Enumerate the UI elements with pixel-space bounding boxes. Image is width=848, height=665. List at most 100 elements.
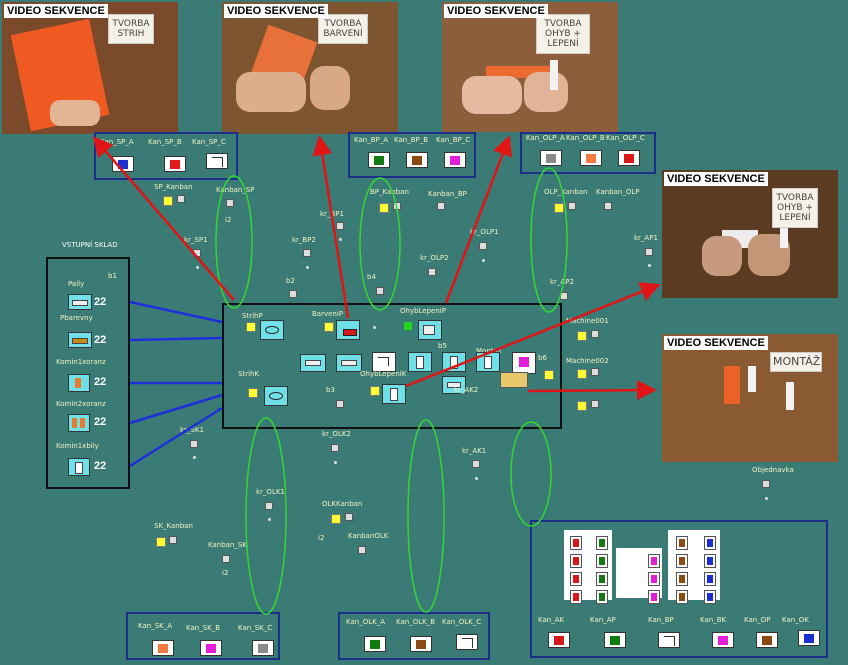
kanban-label: Kan_SP_B	[148, 138, 182, 146]
buffer-item-icon[interactable]	[372, 352, 396, 372]
buffer-item-icon[interactable]	[300, 354, 326, 372]
kanban-card-brown[interactable]	[406, 152, 428, 168]
board-card[interactable]	[648, 590, 660, 604]
highlight-ellipses	[215, 167, 568, 615]
warehouse-item-label: Pbarevny	[60, 314, 93, 322]
queue-icon	[169, 536, 177, 544]
board-label: Kan_AP	[590, 616, 616, 624]
kanban-label: Kan_SP_C	[192, 138, 226, 146]
label-machine001: Machine001	[566, 317, 609, 325]
board-card-blue[interactable]	[798, 630, 820, 646]
kanban-label: Kan_BP_A	[354, 136, 389, 144]
board-card[interactable]	[676, 572, 688, 586]
machine-status	[577, 369, 587, 379]
board-card[interactable]	[676, 554, 688, 568]
kanban-label: Kan_SK_C	[238, 624, 273, 632]
machine-status	[577, 401, 587, 411]
board-card[interactable]	[704, 536, 716, 550]
machine-status	[577, 331, 587, 341]
machine-strihp-icon[interactable]	[260, 320, 284, 340]
warehouse-item-icon[interactable]	[68, 414, 90, 432]
board-card[interactable]	[648, 572, 660, 586]
board-label: Kan_BK	[700, 616, 727, 624]
board-card[interactable]	[570, 554, 582, 568]
kanban-card-green[interactable]	[364, 636, 386, 652]
board-card[interactable]	[676, 590, 688, 604]
buffer-item-icon[interactable]	[442, 376, 466, 394]
machine-ohybp-icon[interactable]	[418, 320, 442, 340]
queue-icon	[336, 222, 344, 230]
board-card-white[interactable]	[658, 632, 680, 648]
warehouse-item-icon[interactable]	[68, 458, 90, 476]
buffer-item-icon[interactable]	[336, 354, 362, 372]
board-label: Kan_OK	[782, 616, 809, 624]
node-dot	[193, 456, 196, 459]
kanban-group-sk	[126, 612, 280, 660]
board-label: Kan_BP	[648, 616, 674, 624]
board-card[interactable]	[704, 590, 716, 604]
kanban-card-green[interactable]	[368, 152, 390, 168]
board-card-magenta[interactable]	[712, 632, 734, 648]
node-dot	[475, 477, 478, 480]
board-card[interactable]	[648, 554, 660, 568]
kanban-card-gray[interactable]	[252, 640, 274, 656]
board-card[interactable]	[704, 572, 716, 586]
warehouse-item-label: Komin1xbily	[56, 442, 99, 450]
board-card[interactable]	[596, 572, 608, 586]
machine-ohybk-icon[interactable]	[382, 384, 406, 404]
kanban-card-white[interactable]	[206, 153, 228, 169]
node-dot	[373, 326, 376, 329]
node-dot	[339, 238, 342, 241]
video-panel-ohyb-2[interactable]: TVORBA OHYB + LEPENÍ VIDEO SEKVENCE	[662, 170, 838, 298]
machine-status	[404, 322, 412, 330]
kanban-card-magenta[interactable]	[444, 152, 466, 168]
board-card[interactable]	[596, 590, 608, 604]
kanban-card-orange[interactable]	[152, 640, 174, 656]
board-card[interactable]	[570, 536, 582, 550]
video-note: TVORBA STRIH	[108, 14, 154, 44]
kanban-marker	[554, 203, 564, 213]
video-panel-montaz[interactable]: MONTÁŽ VIDEO SEKVENCE	[662, 334, 838, 462]
video-title: VIDEO SEKVENCE	[224, 4, 328, 18]
warehouse-item-icon[interactable]	[68, 374, 90, 392]
board-card[interactable]	[596, 536, 608, 550]
machine-strihk-icon[interactable]	[264, 386, 288, 406]
board-card[interactable]	[596, 554, 608, 568]
board-card-brown[interactable]	[756, 632, 778, 648]
video-note: TVORBA BARVENÍ	[318, 14, 368, 44]
node-dot	[334, 461, 337, 464]
kanban-card-white[interactable]	[456, 634, 478, 650]
board-card[interactable]	[676, 536, 688, 550]
machine-label-strihk: StrihK	[238, 370, 260, 378]
board-card[interactable]	[570, 572, 582, 586]
node-dot	[268, 518, 271, 521]
label-kr-ak2: kr_AK2	[454, 386, 479, 394]
kanban-card-orange[interactable]	[580, 150, 602, 166]
kanban-group-bp	[348, 132, 476, 178]
kanban-card-blue[interactable]	[112, 156, 134, 172]
machine-label-strihp: StrihP	[242, 312, 263, 320]
label-kr-olk1: kr_OLK1	[256, 488, 285, 496]
kanban-card-brown[interactable]	[410, 636, 432, 652]
node-dot	[765, 497, 768, 500]
buffer-item-icon[interactable]	[442, 352, 466, 372]
warehouse-item-icon[interactable]	[68, 332, 92, 348]
kanban-card-red[interactable]	[164, 156, 186, 172]
video-panel-ohyb[interactable]: TVORBA OHYB + LEPENÍ VIDEO SEKVENCE	[442, 2, 618, 132]
kanban-card-red[interactable]	[618, 150, 640, 166]
machine-barvenip-icon[interactable]	[336, 320, 360, 340]
board-card[interactable]	[570, 590, 582, 604]
label-kr-bp2: kr_BP2	[292, 236, 316, 244]
buffer-item-icon[interactable]	[408, 352, 432, 372]
warehouse-item-icon[interactable]	[68, 294, 92, 310]
label-kr-olp2: kr_OLP2	[420, 254, 449, 262]
board-card-red[interactable]	[548, 632, 570, 648]
kanban-card-gray[interactable]	[540, 150, 562, 166]
hand-shape	[524, 72, 568, 112]
board-card[interactable]	[704, 554, 716, 568]
video-panel-barveni[interactable]: TVORBA BARVENÍ VIDEO SEKVENCE	[222, 2, 398, 134]
kanban-card-magenta[interactable]	[200, 640, 222, 656]
video-panel-strih[interactable]: TVORBA STRIH VIDEO SEKVENCE	[2, 2, 178, 134]
board-card-green[interactable]	[604, 632, 626, 648]
warehouse-item-count: 22	[94, 296, 107, 308]
